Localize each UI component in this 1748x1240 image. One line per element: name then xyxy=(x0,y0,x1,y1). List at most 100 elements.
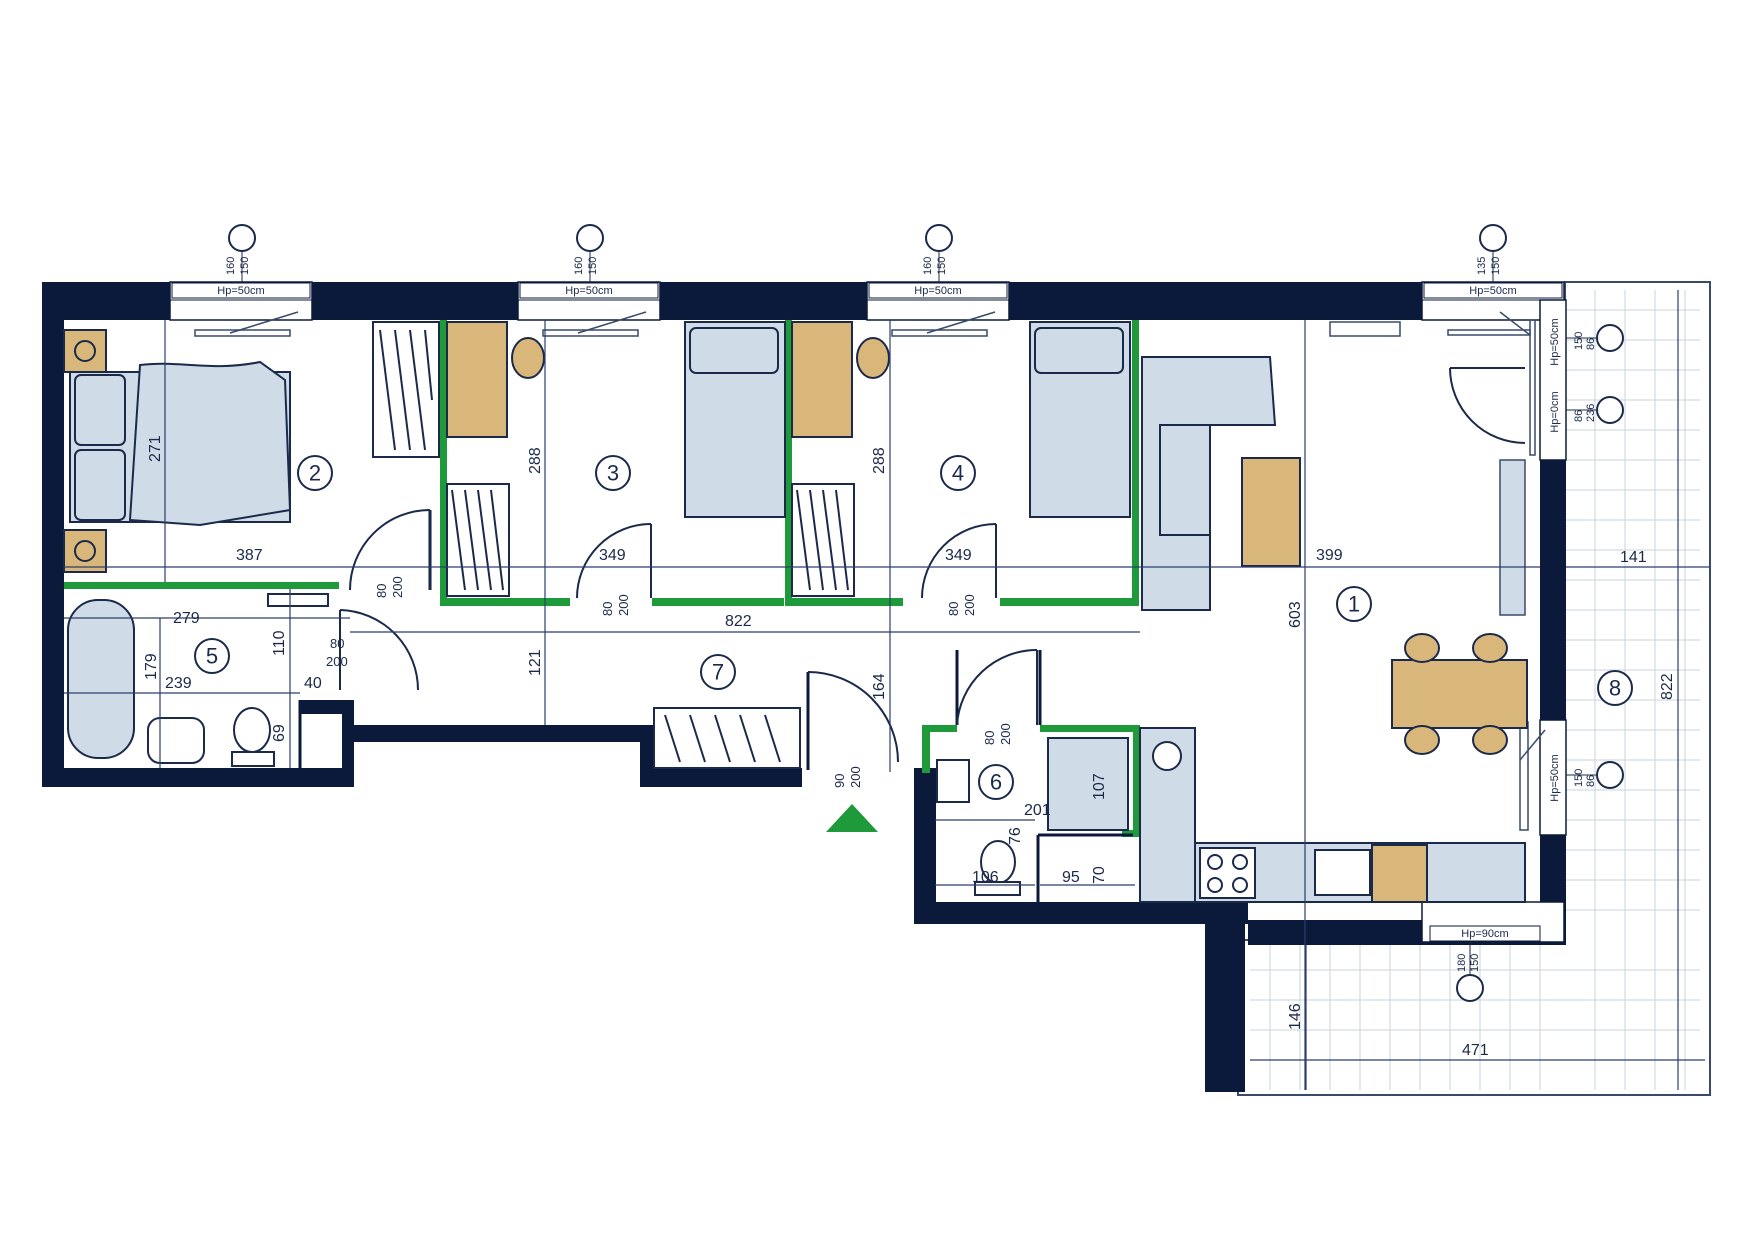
window-label: Hp=50cm xyxy=(1549,318,1561,365)
svg-text:201: 201 xyxy=(1024,802,1051,819)
room-number-labels: 1 2 3 4 5 6 7 8 xyxy=(206,461,1621,795)
svg-text:822: 822 xyxy=(725,613,752,630)
svg-text:70: 70 xyxy=(1091,866,1108,884)
svg-text:279: 279 xyxy=(173,610,200,627)
kitchen-sink xyxy=(1314,849,1371,896)
washbasin xyxy=(936,759,970,803)
furniture xyxy=(63,321,1528,903)
svg-text:200: 200 xyxy=(998,723,1013,745)
svg-text:86: 86 xyxy=(1585,338,1597,350)
svg-text:80: 80 xyxy=(374,584,389,598)
room-numbers xyxy=(194,455,1633,800)
svg-text:200: 200 xyxy=(848,766,863,788)
svg-text:150: 150 xyxy=(1490,257,1502,275)
dimension-labels: 387 271 349 349 288 288 399 141 279 110 … xyxy=(143,435,1676,1059)
svg-text:146: 146 xyxy=(1287,1003,1304,1030)
svg-text:349: 349 xyxy=(945,547,972,564)
svg-text:40: 40 xyxy=(304,675,322,692)
svg-text:160: 160 xyxy=(225,257,237,275)
svg-text:288: 288 xyxy=(527,447,544,474)
doors xyxy=(339,367,1526,763)
bathtub xyxy=(67,599,135,759)
svg-text:150: 150 xyxy=(1469,954,1481,972)
desk xyxy=(446,321,508,438)
chair xyxy=(856,337,890,379)
svg-text:239: 239 xyxy=(165,675,192,692)
svg-text:150: 150 xyxy=(239,257,251,275)
wardrobe xyxy=(372,321,440,458)
svg-text:179: 179 xyxy=(143,653,160,680)
room-5-label: 5 xyxy=(206,644,218,669)
room-3-label: 3 xyxy=(607,461,619,486)
svg-text:200: 200 xyxy=(326,654,348,669)
svg-text:150: 150 xyxy=(587,257,599,275)
window-markers xyxy=(228,224,1624,1002)
partitions xyxy=(64,320,1140,837)
svg-text:121: 121 xyxy=(527,649,544,676)
window-label: Hp=90cm xyxy=(1461,928,1508,940)
svg-text:86: 86 xyxy=(1573,410,1585,422)
svg-text:236: 236 xyxy=(1585,404,1597,422)
room-4-label: 4 xyxy=(952,461,964,486)
svg-text:107: 107 xyxy=(1091,773,1108,800)
svg-text:80: 80 xyxy=(982,731,997,745)
svg-text:80: 80 xyxy=(330,636,344,651)
svg-text:80: 80 xyxy=(600,602,615,616)
wardrobe xyxy=(446,483,510,597)
svg-text:106: 106 xyxy=(972,869,999,886)
cooktop xyxy=(1199,847,1256,899)
shower xyxy=(1047,737,1129,831)
window-label: Hp=50cm xyxy=(565,285,612,297)
svg-text:86: 86 xyxy=(1585,775,1597,787)
room-7-label: 7 xyxy=(712,660,724,685)
desk xyxy=(791,321,853,438)
svg-text:150: 150 xyxy=(1573,332,1585,350)
svg-text:200: 200 xyxy=(962,594,977,616)
svg-text:69: 69 xyxy=(271,724,288,742)
svg-text:160: 160 xyxy=(573,257,585,275)
svg-text:387: 387 xyxy=(236,547,263,564)
windows: Hp=50cm Hp=50cm Hp=50cm Hp=50cm Hp=90cm … xyxy=(169,281,1567,943)
svg-text:822: 822 xyxy=(1659,673,1676,700)
coffee-table xyxy=(1241,457,1301,567)
room-1-label: 1 xyxy=(1348,592,1360,617)
washbasin xyxy=(147,717,205,764)
toilet xyxy=(233,707,271,753)
svg-text:150: 150 xyxy=(936,257,948,275)
window-label: Hp=50cm xyxy=(914,285,961,297)
svg-text:399: 399 xyxy=(1316,547,1343,564)
svg-text:76: 76 xyxy=(1007,827,1024,845)
window-size-labels: 160 150 160 150 160 150 135 150 150 86 8… xyxy=(225,257,1597,972)
svg-text:271: 271 xyxy=(147,435,164,462)
chair xyxy=(511,337,545,379)
svg-text:141: 141 xyxy=(1620,549,1647,566)
window-label: Hp=50cm xyxy=(1469,285,1516,297)
window-label: Hp=50cm xyxy=(217,285,264,297)
svg-text:110: 110 xyxy=(271,630,288,656)
svg-text:135: 135 xyxy=(1476,257,1488,275)
room-6-label: 6 xyxy=(990,770,1002,795)
window-label: Hp=0cm xyxy=(1549,391,1561,432)
svg-text:80: 80 xyxy=(946,602,961,616)
dimension-lines xyxy=(64,290,1710,1090)
entrance-arrow-icon xyxy=(826,804,878,832)
svg-text:90: 90 xyxy=(832,774,847,788)
svg-text:160: 160 xyxy=(922,257,934,275)
svg-text:200: 200 xyxy=(616,594,631,616)
svg-text:95: 95 xyxy=(1062,869,1080,886)
room-2-label: 2 xyxy=(309,461,321,486)
svg-text:603: 603 xyxy=(1287,601,1304,628)
svg-text:164: 164 xyxy=(871,673,888,700)
svg-text:349: 349 xyxy=(599,547,626,564)
svg-text:180: 180 xyxy=(1456,954,1468,972)
svg-text:288: 288 xyxy=(871,447,888,474)
room-8-label: 8 xyxy=(1609,676,1621,701)
svg-text:200: 200 xyxy=(390,576,405,598)
window-label: Hp=50cm xyxy=(1549,754,1561,801)
wardrobe xyxy=(791,483,855,597)
dining-table xyxy=(1391,659,1528,729)
svg-text:471: 471 xyxy=(1462,1042,1489,1059)
svg-text:150: 150 xyxy=(1573,769,1585,787)
door-size-labels: 80 200 80 200 80 200 80 200 90 200 80 20… xyxy=(326,576,1013,788)
